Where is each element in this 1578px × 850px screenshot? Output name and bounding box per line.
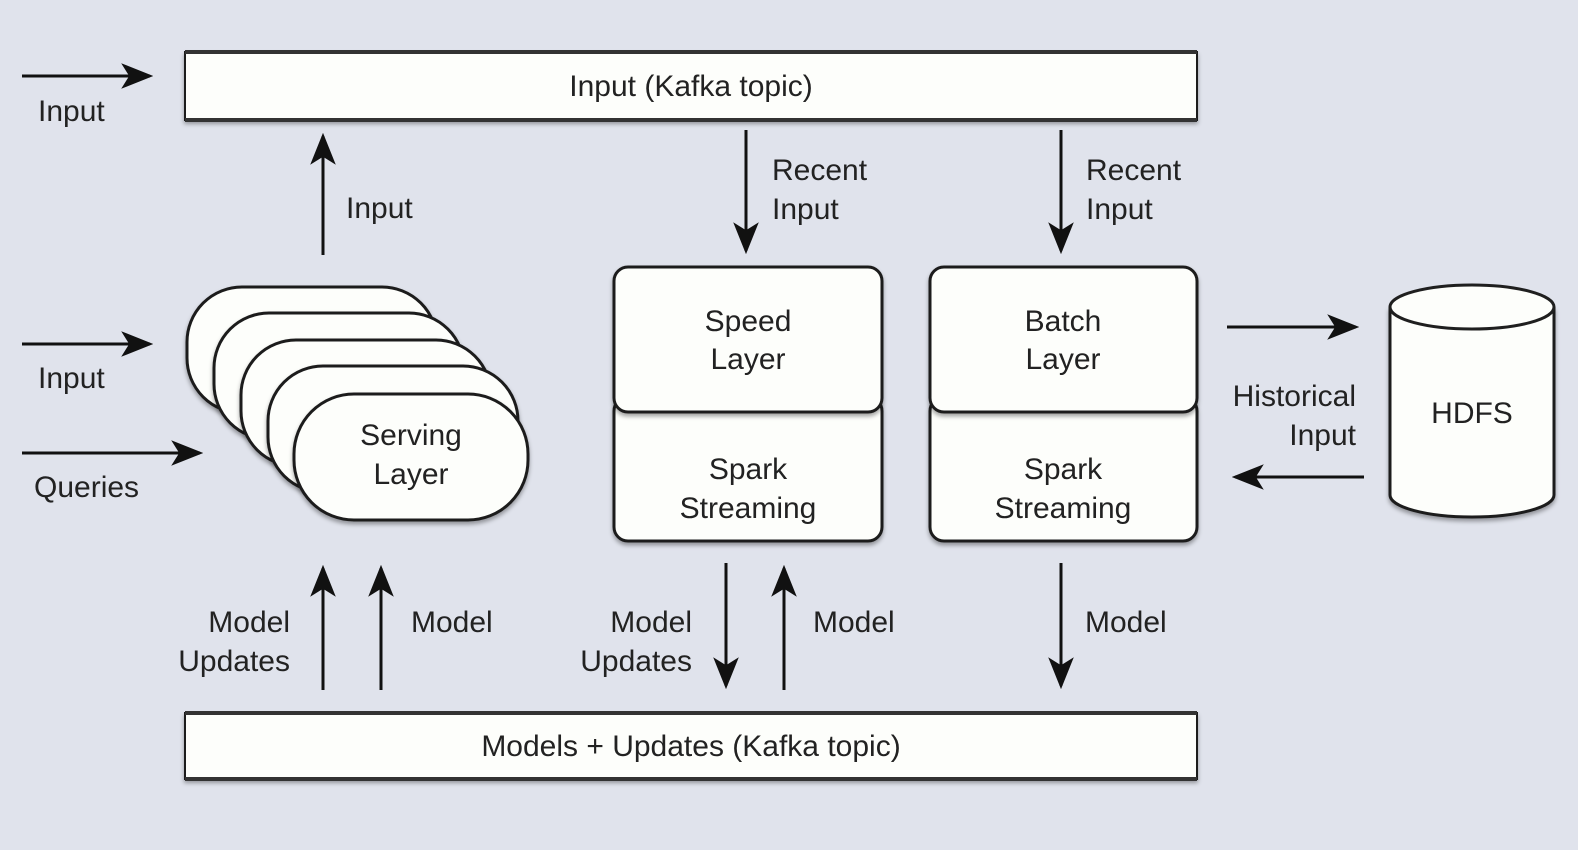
recent-input-speed-arrow: Recent Input (733, 130, 868, 255)
speed-spark-line2: Streaming (680, 492, 817, 525)
models-updates-topic-label: Models + Updates (Kafka topic) (481, 730, 900, 763)
historical-input-label-1: Historical (1233, 380, 1356, 413)
external-input-arrow: Input (22, 63, 154, 128)
speed-model-updates-arrow: Model Updates (580, 563, 739, 690)
serving-layer-box (292, 392, 530, 522)
serving-model-updates-label-2: Updates (178, 645, 290, 678)
queries-arrow: Queries (22, 440, 204, 504)
batch-model-label: Model (1085, 606, 1167, 639)
hdfs-storage: HDFS (1388, 283, 1556, 519)
recent-input-speed-label-2: Input (772, 193, 839, 226)
batch-label-line2: Layer (1025, 343, 1100, 376)
input-topic-label: Input (Kafka topic) (569, 70, 812, 103)
serving-label-line1: Serving (360, 419, 462, 452)
batch-spark-line1: Spark (1024, 453, 1103, 486)
models-updates-kafka-topic: Models + Updates (Kafka topic) (184, 711, 1198, 781)
historical-input-label-2: Input (1289, 419, 1356, 452)
speed-spark-line1: Spark (709, 453, 788, 486)
speed-label-line1: Speed (705, 305, 792, 338)
batch-label-line1: Batch (1025, 305, 1102, 338)
serving-layer-stack: Serving Layer (185, 285, 530, 522)
queries-label: Queries (34, 471, 139, 504)
hdfs-label: HDFS (1431, 397, 1513, 430)
serving-external-input-label: Input (38, 362, 105, 395)
historical-input-arrow: Historical Input (1231, 380, 1364, 490)
batch-spark-line2: Streaming (995, 492, 1132, 525)
serving-model-arrow: Model (368, 564, 493, 690)
recent-input-speed-label-1: Recent (772, 154, 868, 187)
batch-layer-box (928, 265, 1199, 414)
speed-model-label: Model (813, 606, 895, 639)
serving-input-arrow: Input (22, 331, 154, 395)
serving-model-label: Model (411, 606, 493, 639)
speed-label-line2: Layer (710, 343, 785, 376)
serving-label-line2: Layer (373, 458, 448, 491)
speed-model-updates-label-2: Updates (580, 645, 692, 678)
speed-model-arrow: Model (771, 564, 895, 690)
external-input-label: Input (38, 95, 105, 128)
input-kafka-topic: Input (Kafka topic) (184, 50, 1198, 122)
speed-layer: Speed Layer Spark Streaming (612, 265, 884, 543)
recent-input-batch-label-2: Input (1086, 193, 1153, 226)
serving-model-updates-arrow: Model Updates (178, 564, 336, 690)
serving-input-label: Input (346, 192, 413, 225)
recent-input-batch-arrow: Recent Input (1048, 130, 1182, 255)
batch-layer: Batch Layer Spark Streaming (928, 265, 1199, 543)
serving-to-input-arrow: Input (310, 132, 413, 255)
recent-input-batch-label-1: Recent (1086, 154, 1182, 187)
batch-model-arrow: Model (1048, 563, 1167, 690)
speed-model-updates-label-1: Model (610, 606, 692, 639)
serving-model-updates-label-1: Model (208, 606, 290, 639)
speed-layer-box (612, 265, 884, 414)
